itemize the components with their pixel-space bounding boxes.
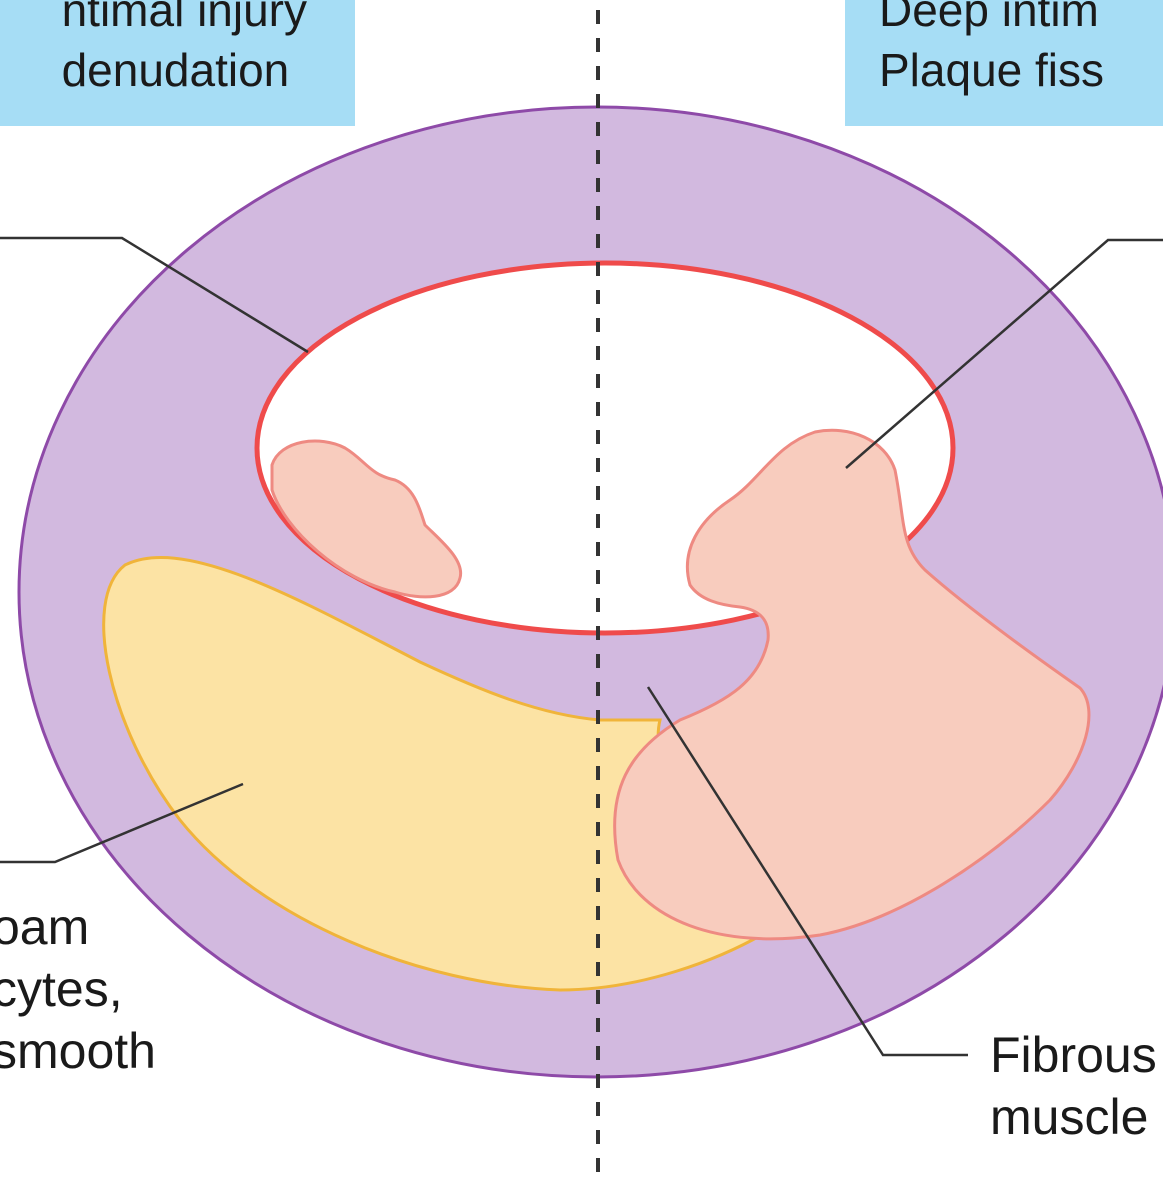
lipid-core-label-line-1: oam [0,896,156,958]
lipid-core-label: oam cytes, smooth [0,896,156,1082]
fibrous-cap-label: Fibrous muscle [990,1024,1157,1148]
left-title-line-2: denudation [62,40,307,100]
fibrous-cap-label-line-1: Fibrous [990,1024,1157,1086]
lipid-core-label-line-3: smooth [0,1020,156,1082]
right-title-line-1: Deep intim [879,0,1104,40]
left-title-line-1: ntimal injury [62,0,307,40]
left-title-box: ntimal injury denudation [0,0,355,126]
right-title-box: Deep intim Plaque fiss [845,0,1163,126]
right-title-line-2: Plaque fiss [879,40,1104,100]
fibrous-cap-label-line-2: muscle [990,1086,1157,1148]
lipid-core-label-line-2: cytes, [0,958,156,1020]
